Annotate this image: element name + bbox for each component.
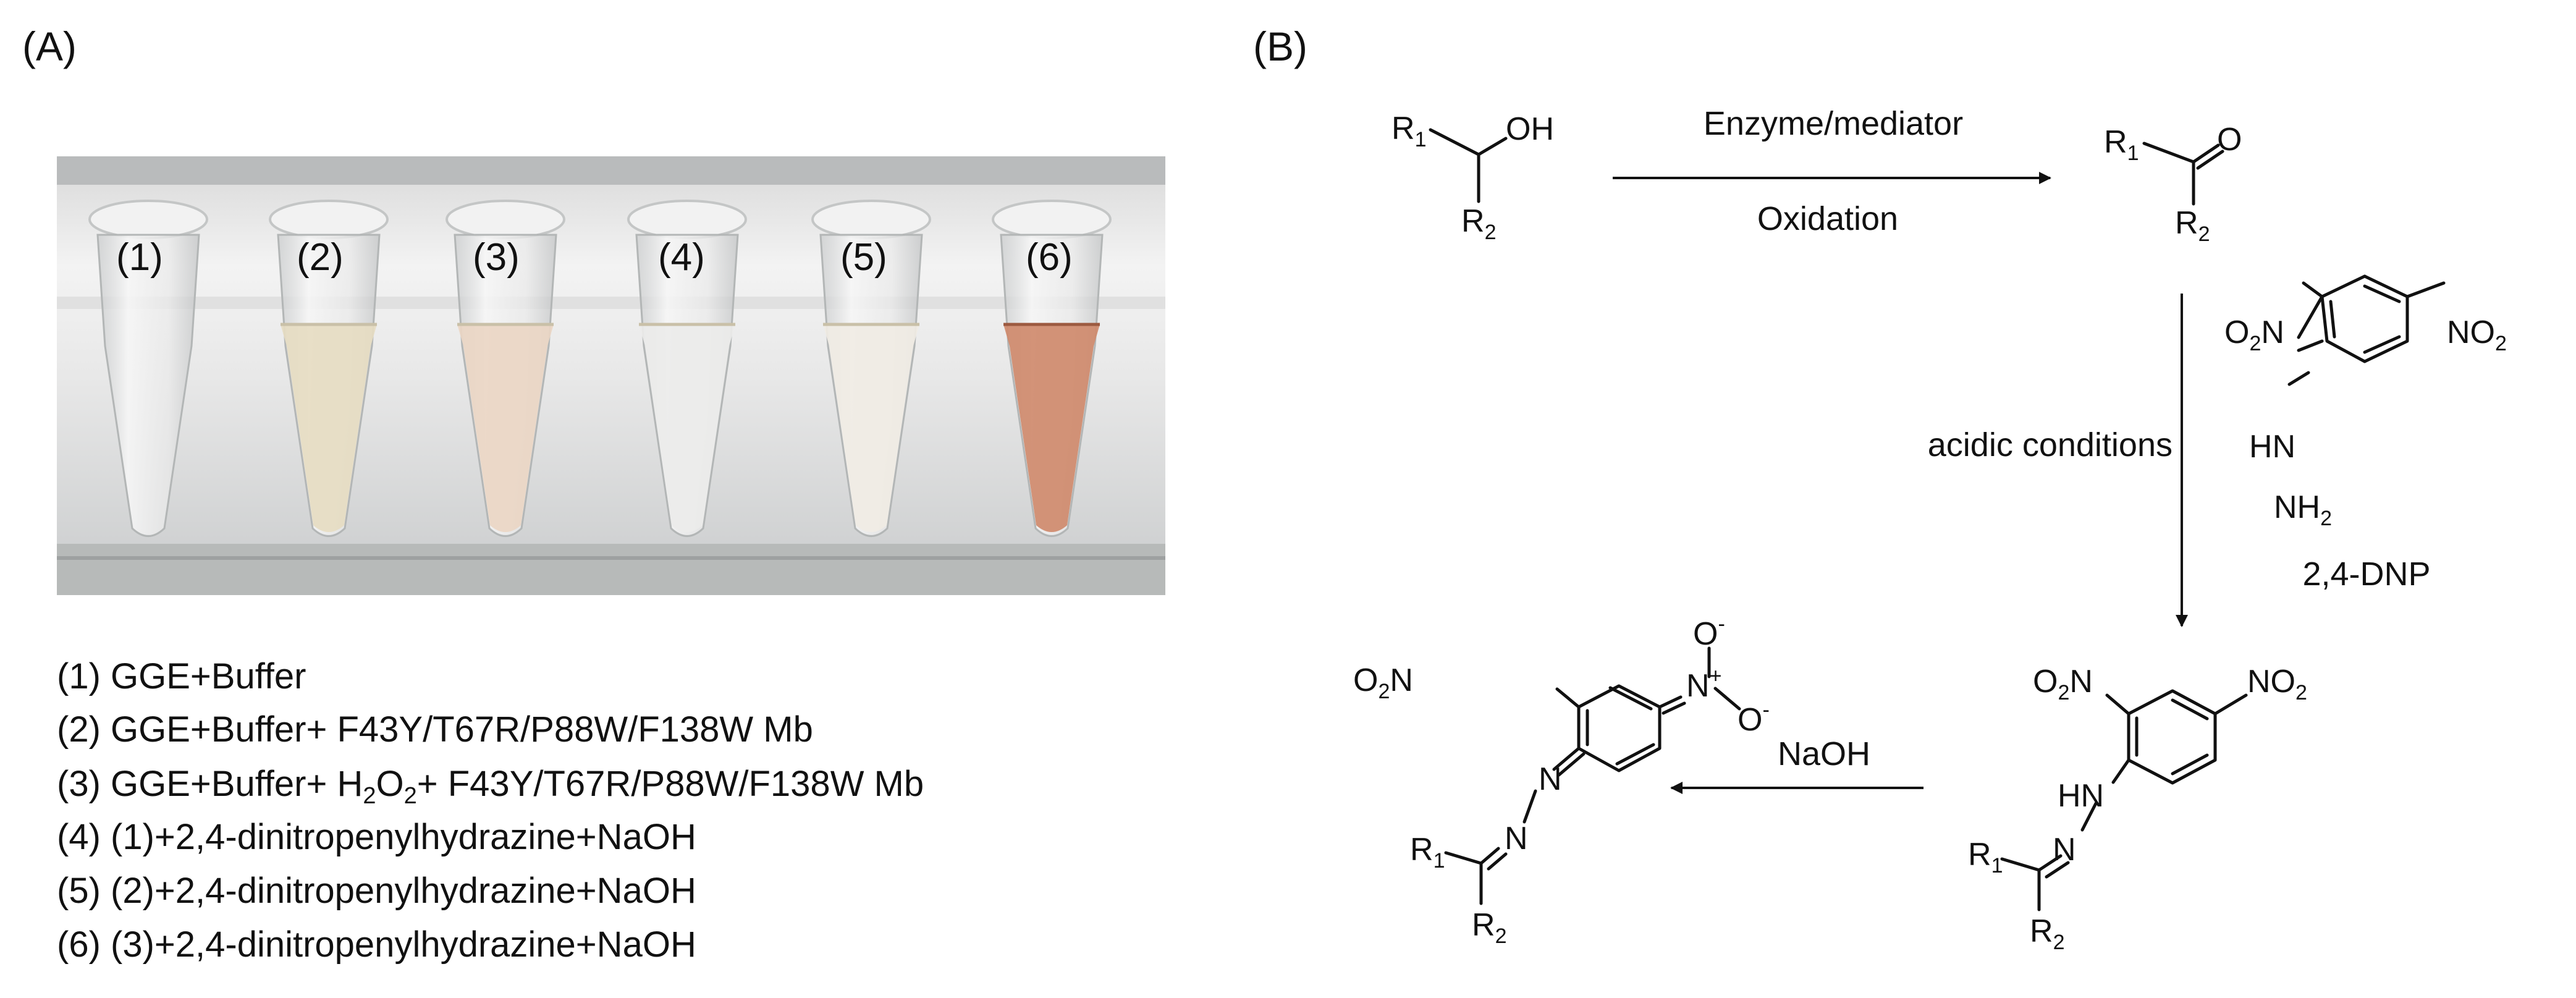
tube-label-1: (1) bbox=[116, 236, 163, 279]
legend-item-4: (4) (1)+2,4-dinitropenylhydrazine+NaOH bbox=[57, 817, 696, 857]
svg-text:R1: R1 bbox=[1410, 832, 1445, 873]
svg-text:HN: HN bbox=[2249, 429, 2295, 465]
arrow3-label: NaOH bbox=[1778, 735, 1870, 772]
tube-label-2: (2) bbox=[297, 236, 344, 279]
legend-item-3: (3) GGE+Buffer+ H2O2+ F43Y/T67R/P88W/F13… bbox=[57, 764, 924, 809]
dnp-reagent-structure bbox=[2287, 274, 2446, 386]
svg-text:R2: R2 bbox=[1472, 907, 1506, 948]
svg-text:O-: O- bbox=[1738, 698, 1770, 738]
tube-label-4: (4) bbox=[658, 236, 705, 279]
svg-text:N: N bbox=[1505, 821, 1528, 856]
tube-label-3: (3) bbox=[473, 236, 520, 279]
svg-text:O2N: O2N bbox=[2224, 315, 2284, 355]
atom-labels: R1 OH R2 R1 O R2 O2N NO2 HN NH2 O2N NO2 … bbox=[1353, 111, 2507, 954]
legend-item-2: (2) GGE+Buffer+ F43Y/T67R/P88W/F138W Mb bbox=[57, 709, 813, 750]
legend: (1) GGE+Buffer (2) GGE+Buffer+ F43Y/T67R… bbox=[57, 656, 924, 965]
tube-group bbox=[88, 200, 1112, 537]
svg-text:R2: R2 bbox=[2030, 913, 2064, 954]
svg-text:O2N: O2N bbox=[1353, 662, 1413, 703]
legend-item-1: (1) GGE+Buffer bbox=[57, 656, 306, 696]
svg-text:NO2: NO2 bbox=[2447, 315, 2507, 355]
panel-b-label: (B) bbox=[1253, 23, 1307, 69]
svg-text:NH2: NH2 bbox=[2274, 489, 2332, 530]
ketone-structure bbox=[2142, 142, 2224, 206]
tube-5 bbox=[811, 200, 931, 537]
svg-text:R2: R2 bbox=[1461, 203, 1496, 244]
svg-text:O-: O- bbox=[1693, 612, 1725, 652]
svg-text:R1: R1 bbox=[1391, 111, 1426, 151]
arrow1-bottom-label: Oxidation bbox=[1757, 200, 1898, 237]
svg-text:HN: HN bbox=[2058, 778, 2104, 814]
svg-text:OH: OH bbox=[1506, 111, 1554, 147]
alcohol-structure bbox=[1429, 128, 1508, 203]
tube-6 bbox=[992, 200, 1112, 537]
svg-text:O2N: O2N bbox=[2033, 664, 2093, 704]
legend-item-5: (5) (2)+2,4-dinitropenylhydrazine+NaOH bbox=[57, 871, 696, 911]
tube-1 bbox=[88, 200, 208, 537]
arrow1-top-label: Enzyme/mediator bbox=[1704, 105, 1963, 142]
reagent-name: 2,4-DNP bbox=[2302, 556, 2430, 593]
reaction-arrows bbox=[1613, 172, 2188, 794]
quinoid-structure bbox=[1444, 646, 1741, 905]
hydrazone-structure bbox=[2000, 689, 2248, 911]
tube-3 bbox=[446, 200, 565, 537]
svg-text:O: O bbox=[2217, 122, 2242, 158]
svg-text:R2: R2 bbox=[2175, 205, 2210, 246]
tube-labels: (1) (2) (3) (4) (5) (6) bbox=[116, 236, 1073, 279]
arrow2-label: acidic conditions bbox=[1928, 426, 2173, 463]
tube-4 bbox=[627, 200, 747, 537]
tube-label-5: (5) bbox=[840, 236, 887, 279]
svg-text:NO2: NO2 bbox=[2247, 664, 2307, 704]
tube-photo bbox=[57, 156, 1165, 595]
svg-text:N: N bbox=[2053, 832, 2076, 868]
svg-text:R1: R1 bbox=[1968, 837, 2003, 877]
svg-text:N: N bbox=[1539, 761, 1562, 797]
tube-2 bbox=[269, 200, 389, 537]
legend-item-6: (6) (3)+2,4-dinitropenylhydrazine+NaOH bbox=[57, 924, 696, 965]
tube-label-6: (6) bbox=[1026, 236, 1073, 279]
svg-text:N+: N+ bbox=[1686, 664, 1721, 704]
panel-a-label: (A) bbox=[22, 23, 77, 69]
svg-text:R1: R1 bbox=[2104, 124, 2139, 165]
